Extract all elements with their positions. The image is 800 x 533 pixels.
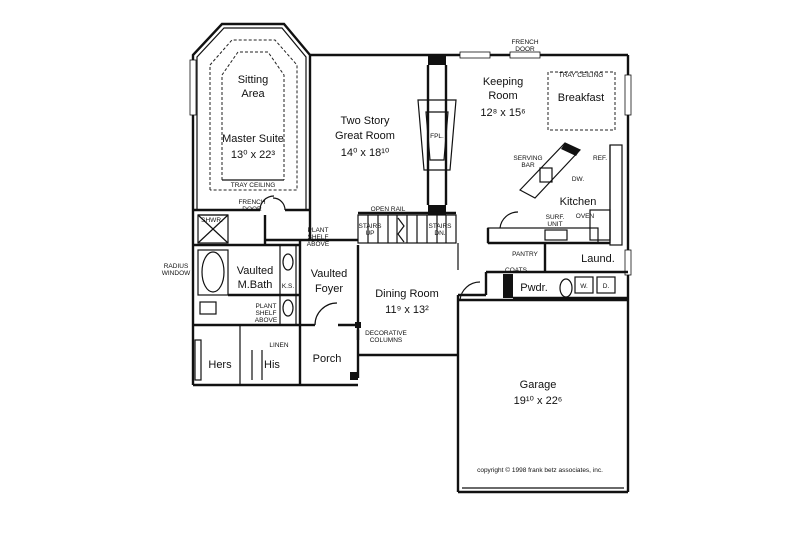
plan-notes: FRENCH DOOR FRENCH DOOR TRAY CEILING TRA… <box>162 39 610 474</box>
garage-walls <box>458 298 628 489</box>
note: UP <box>365 230 374 237</box>
note: OVEN <box>576 213 595 220</box>
note: SHWR. <box>201 217 223 224</box>
master-interior-walls <box>193 195 358 245</box>
room-label: Master Suite <box>222 133 284 145</box>
note: STAIRS <box>429 223 453 230</box>
room-label: M.Bath <box>238 279 273 291</box>
porch-foyer-walls <box>300 245 361 380</box>
room-label: Laund. <box>581 253 615 265</box>
note: SHELF <box>308 234 329 241</box>
note: STAIRS <box>359 223 383 230</box>
room-dimensions: 19¹⁰ x 22⁶ <box>514 395 563 407</box>
room-label: Breakfast <box>558 92 604 104</box>
note: BAR <box>521 162 535 169</box>
note: DW. <box>572 176 584 183</box>
stairs <box>357 211 457 244</box>
note: RADIUS <box>164 263 189 270</box>
note: LINEN <box>269 342 288 349</box>
room-label: Porch <box>313 353 342 365</box>
note: COATS <box>505 267 528 274</box>
note: PLANT <box>256 303 277 310</box>
kitchen-walls <box>486 71 623 246</box>
note: FPL. <box>430 133 444 140</box>
room-label: Keeping <box>483 76 523 88</box>
note: TRAY CEILING <box>231 182 276 189</box>
note: DECORATIVE <box>365 330 407 337</box>
note: WINDOW <box>162 270 191 277</box>
note: REF. <box>593 155 607 162</box>
room-dimensions: 14⁰ x 18¹⁰ <box>341 147 390 159</box>
note: DOOR <box>242 206 262 213</box>
room-label: Vaulted <box>311 268 348 280</box>
note: SERVING <box>513 155 542 162</box>
room-label: Room <box>488 90 517 102</box>
note: OPEN RAIL <box>371 206 406 213</box>
note: PLANT <box>308 227 329 234</box>
room-label: Dining Room <box>375 288 439 300</box>
note: ABOVE <box>307 241 330 248</box>
bath-walls <box>193 214 302 385</box>
room-label: Vaulted <box>237 265 274 277</box>
room-labels: Sitting Area Master Suite 13⁰ x 22³ Two … <box>208 74 614 407</box>
room-label: Hers <box>208 359 232 371</box>
room-label: Great Room <box>335 130 395 142</box>
note: UNIT <box>547 221 562 228</box>
note: ABOVE <box>255 317 278 324</box>
note: FRENCH <box>238 199 265 206</box>
note: FRENCH <box>511 39 538 46</box>
room-label: His <box>264 359 280 371</box>
copyright-notice: copyright © 1998 frank betz associates, … <box>477 466 603 474</box>
utility-walls <box>457 243 628 301</box>
note: SURF. <box>546 214 565 221</box>
room-label: Garage <box>520 379 557 391</box>
room-dimensions: 13⁰ x 22³ <box>231 149 275 161</box>
room-dimensions: 12⁸ x 15⁶ <box>480 107 525 119</box>
room-dimensions: 11⁹ x 13² <box>385 304 429 316</box>
note: COLUMNS <box>370 337 403 344</box>
room-label: Two Story <box>341 115 390 127</box>
note: DOOR <box>515 46 535 53</box>
room-label: Kitchen <box>560 196 597 208</box>
note: K.S. <box>282 283 294 290</box>
room-label: Sitting <box>238 74 269 86</box>
room-label: Pwdr. <box>520 282 548 294</box>
note: W. <box>580 283 588 290</box>
note: D. <box>603 283 610 290</box>
note: PANTRY <box>512 251 538 258</box>
note: SHELF <box>256 310 277 317</box>
note: DN. <box>434 230 445 237</box>
note: TRAY CEILING <box>559 72 604 79</box>
room-label: Foyer <box>315 283 343 295</box>
fireplace <box>417 55 457 215</box>
room-label: Area <box>241 88 265 100</box>
